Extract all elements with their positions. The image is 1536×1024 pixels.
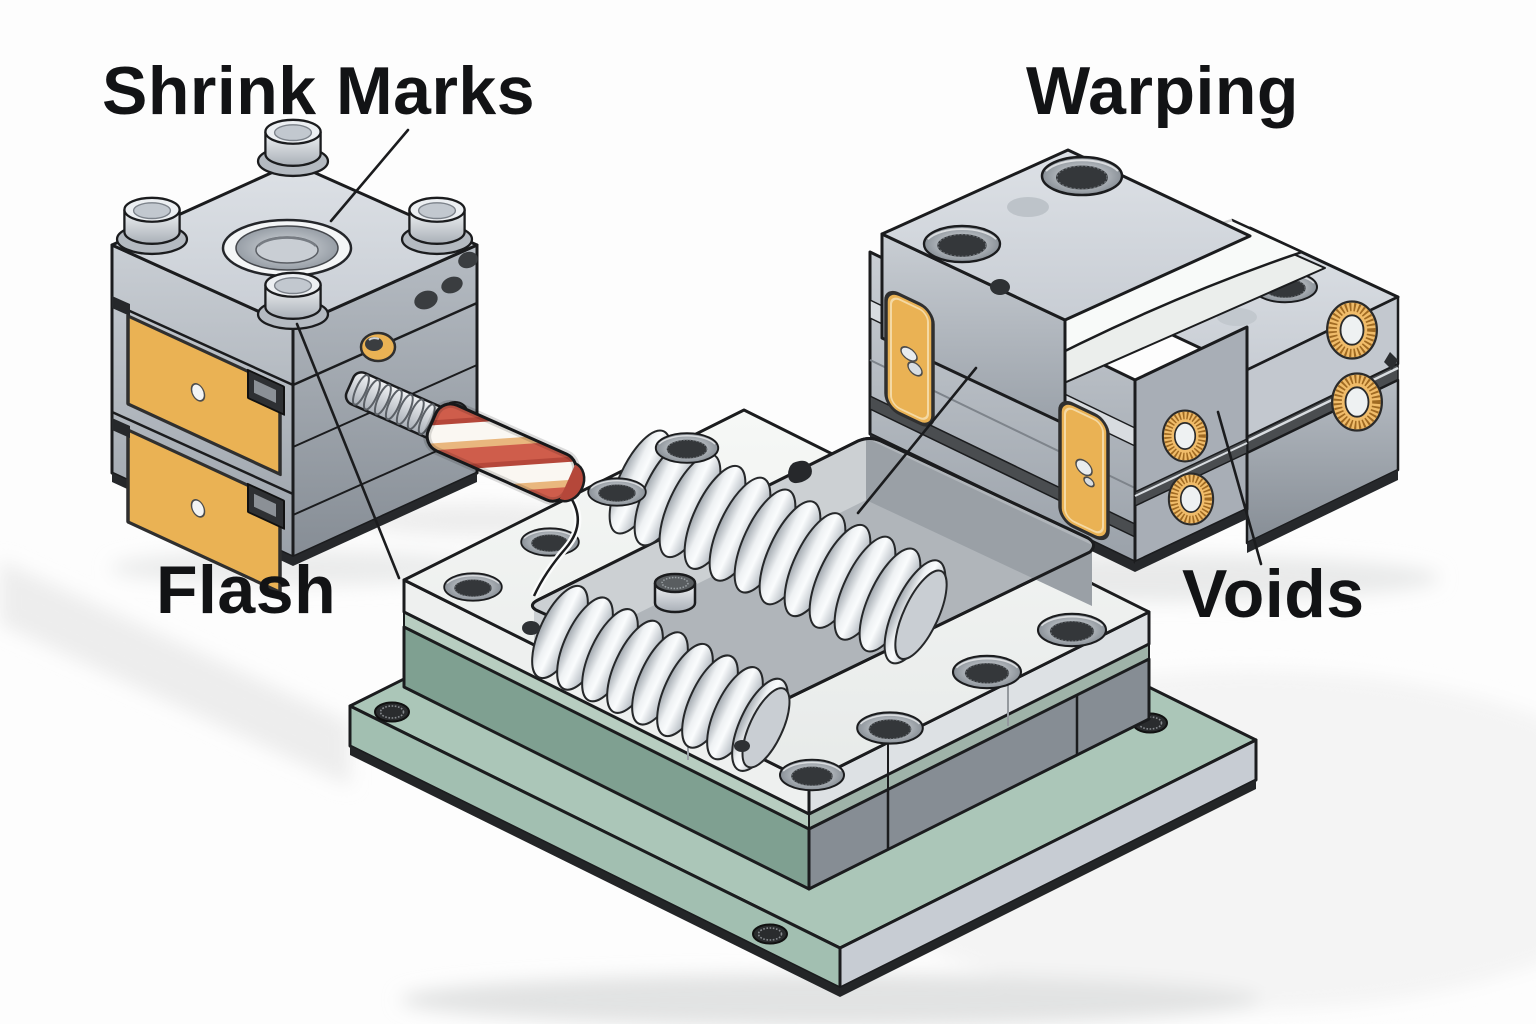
leader-line-shrink-marks [329, 128, 410, 223]
base-bolt-hole [752, 923, 788, 945]
label-warping: Warping [1026, 53, 1299, 129]
injection-screw [344, 371, 586, 506]
flat-recess [1217, 308, 1257, 326]
label-voids: Voids [1182, 556, 1365, 632]
base-bolt-hole [374, 701, 410, 723]
cavity-plate-block [348, 408, 1258, 997]
ribbed-core-back [608, 429, 948, 665]
gate-mark [788, 460, 812, 484]
leader-line-flash [295, 322, 401, 580]
label-flash: Flash [156, 552, 337, 628]
cavity-wall-ne [866, 438, 1092, 606]
guide-boss-east [400, 196, 474, 256]
brass-bushing-hole [359, 331, 397, 363]
clamping-unit-block [110, 118, 586, 595]
label-shrink-marks: Shrink Marks [102, 53, 536, 129]
ejector-block-right-face [1133, 325, 1249, 572]
brass-wear-pad [884, 290, 935, 427]
locating-ring-recess [221, 218, 353, 278]
latch-block [247, 368, 285, 416]
guide-boss-west [115, 196, 189, 256]
ribbed-core-front [531, 584, 791, 772]
pin-hole [990, 279, 1010, 295]
edge-notch [1384, 352, 1398, 370]
guide-boss-front [256, 271, 330, 331]
latch-block [247, 482, 285, 530]
mold-riser-walls [402, 611, 1151, 891]
leader-lines [295, 128, 1263, 580]
counterbore-hole [922, 224, 1002, 264]
cavity-plate-holes [443, 432, 1108, 792]
flat-recess [1007, 197, 1049, 217]
counterbore-hole [1040, 155, 1124, 197]
core-pin-boss [653, 572, 697, 614]
leader-line-voids [1216, 410, 1263, 566]
brass-panel-lower [126, 428, 282, 595]
brass-wear-pad [1058, 400, 1110, 541]
leader-line-warping [856, 366, 978, 515]
screw-barrel-striped [423, 399, 586, 506]
brass-panel-upper [126, 314, 282, 477]
